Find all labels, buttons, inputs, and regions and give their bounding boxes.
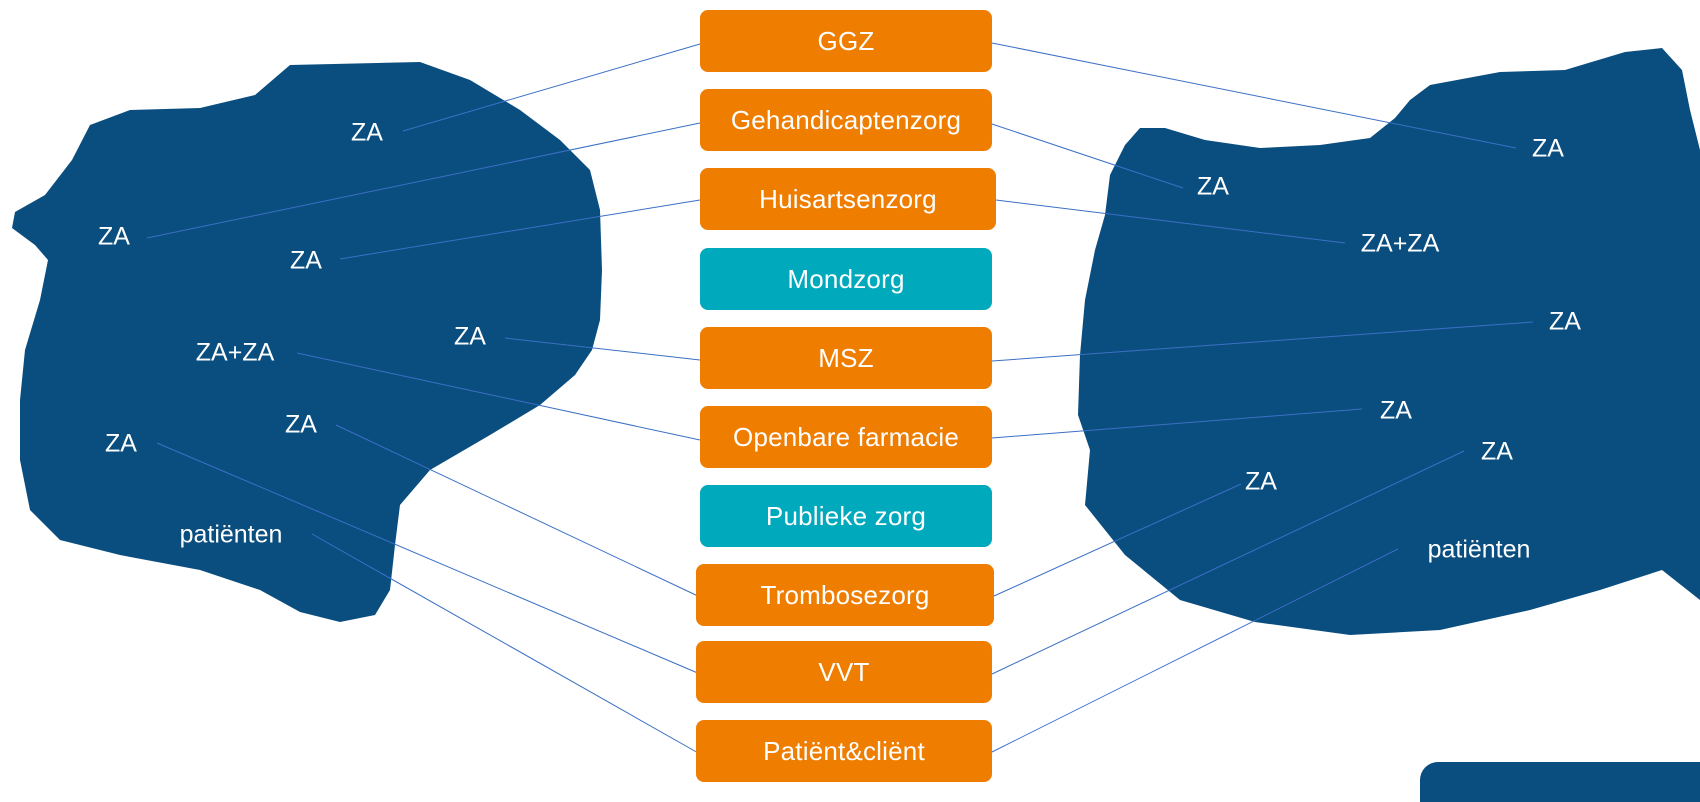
- connector-patient-left: [311, 533, 701, 755]
- corner-tab: [1420, 762, 1700, 802]
- category-huisartsenzorg: Huisartsenzorg: [700, 168, 996, 230]
- category-ggz: GGZ: [700, 10, 992, 72]
- category-patient-client: Patiënt&cliënt: [696, 720, 992, 782]
- left-label-za-3: ZA: [290, 246, 322, 275]
- diagram: GGZ Gehandicaptenzorg Huisartsenzorg Mon…: [12, 10, 1700, 802]
- left-label-za-1: ZA: [351, 118, 383, 147]
- right-label-za-plus-za: ZA+ZA: [1360, 229, 1440, 258]
- left-label-za-2: ZA: [98, 222, 130, 251]
- connector-huisarts-right: [995, 199, 1346, 244]
- left-region-shape: [12, 62, 602, 622]
- connector-lines: [146, 42, 1534, 755]
- connector-patient-right: [991, 548, 1399, 753]
- left-label-za-6: ZA: [105, 429, 137, 458]
- left-label-patienten: patiënten: [179, 520, 283, 549]
- category-vvt: VVT: [696, 641, 992, 703]
- connector-huisarts-left: [339, 199, 701, 260]
- connector-ggz-right: [991, 42, 1517, 149]
- connector-trombose-right: [993, 483, 1242, 597]
- category-trombosezorg: Trombosezorg: [696, 564, 994, 626]
- right-label-za-6: ZA: [1245, 467, 1277, 496]
- category-msz: MSZ: [700, 327, 992, 389]
- connector-ggz-left: [402, 43, 701, 132]
- category-openbare-farmacie: Openbare farmacie: [700, 406, 992, 468]
- left-label-za-5: ZA: [285, 410, 317, 439]
- category-publieke-zorg: Publieke zorg: [700, 485, 992, 547]
- left-label-za-plus-za: ZA+ZA: [195, 338, 275, 367]
- connector-trombose-left: [335, 424, 701, 598]
- connector-vvt-right: [991, 450, 1465, 675]
- connector-vvt-left: [156, 442, 701, 675]
- left-label-za-4: ZA: [454, 322, 486, 351]
- right-label-za-4: ZA: [1380, 396, 1412, 425]
- connector-farmacie-right: [991, 408, 1363, 439]
- connector-msz-left: [504, 337, 701, 361]
- right-label-za-5: ZA: [1481, 437, 1513, 466]
- diagram-canvas: [12, 42, 1700, 755]
- category-mondzorg: Mondzorg: [700, 248, 992, 310]
- right-label-patienten: patiënten: [1427, 535, 1531, 564]
- right-region-shape: [1078, 48, 1700, 635]
- right-label-za-3: ZA: [1549, 307, 1581, 336]
- connector-msz-right: [991, 321, 1534, 362]
- connector-gehandicapten-left: [146, 122, 701, 239]
- category-gehandicaptenzorg: Gehandicaptenzorg: [700, 89, 992, 151]
- right-label-za-2: ZA: [1197, 172, 1229, 201]
- connector-gehandicapten-right: [991, 123, 1184, 189]
- connector-farmacie-left: [296, 352, 701, 441]
- right-label-za-1: ZA: [1532, 134, 1564, 163]
